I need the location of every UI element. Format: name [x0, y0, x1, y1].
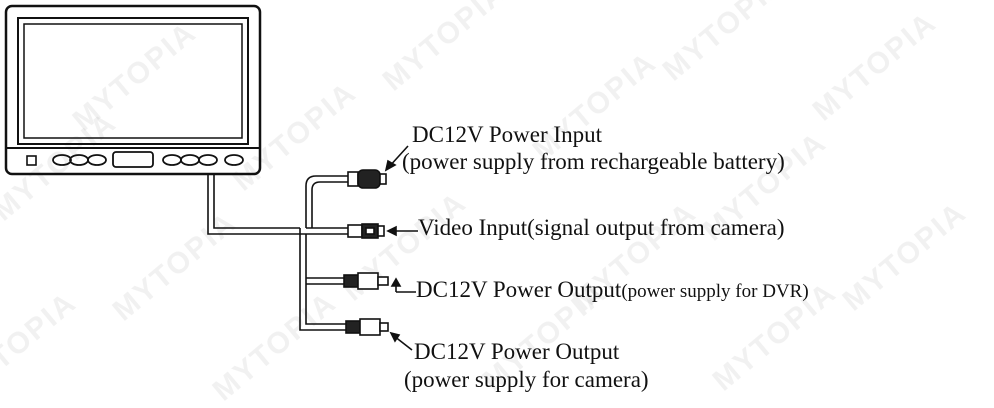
monitor [4, 4, 262, 176]
monitor-button [224, 154, 244, 166]
connector-tip [377, 225, 385, 237]
camera-power-connector [345, 318, 389, 336]
branch-power-input-b [311, 181, 350, 228]
connector-body [357, 169, 381, 189]
cable-inner [213, 174, 300, 229]
ir-receiver-window [112, 151, 154, 168]
dvr-output-detail: (power supply for DVR) [621, 281, 809, 302]
connector-boot [345, 320, 361, 334]
wiring-diagram: MYTOPIA MYTOPIA MYTOPIA MYTOPIA MYTOPIA … [0, 0, 973, 408]
cable-outer [207, 174, 306, 235]
monitor-screen [23, 23, 243, 139]
connector-tip [379, 322, 389, 332]
connector-body [359, 318, 381, 336]
dvr-power-connector [343, 272, 389, 290]
connector-boot [347, 224, 363, 238]
arrow-head [384, 159, 397, 172]
arrow-head [386, 225, 397, 237]
dvr-output-title: DC12V Power Output [416, 277, 622, 302]
monitor-housing [4, 4, 262, 176]
connector-boot [347, 171, 359, 187]
power-led [26, 155, 37, 166]
branch-power-input-a [305, 175, 350, 228]
connector-body [357, 272, 379, 290]
connector-boot [343, 274, 359, 288]
connector-pin [365, 227, 375, 235]
video-input-detail: (signal output from camera) [527, 215, 785, 240]
connector-tip [379, 173, 387, 185]
monitor-button [198, 154, 218, 166]
monitor-button [69, 154, 89, 166]
power-input-title: DC12V Power Input [412, 122, 602, 147]
connector-tip [377, 276, 389, 286]
dvr-output-label: DC12V Power Output(power supply for DVR) [416, 277, 809, 305]
main-cable [207, 174, 306, 235]
video-input-connector [347, 223, 385, 239]
monitor-screen-bezel [17, 17, 249, 145]
arrow-head [389, 331, 401, 343]
monitor-button [180, 154, 200, 166]
video-input-title: Video Input [418, 215, 528, 240]
camera-output-detail: (power supply for camera) [404, 367, 649, 392]
arrow-head [390, 277, 402, 287]
monitor-button [87, 154, 107, 166]
diagram-drawing [4, 4, 418, 351]
power-input-detail: (power supply from rechargeable battery) [402, 149, 785, 174]
monitor-button [162, 154, 182, 166]
power-input-connector [347, 169, 387, 189]
pointer-arrows [384, 145, 418, 351]
video-input-label: Video Input(signal output from camera) [418, 215, 785, 241]
branch-trunk-inner [305, 234, 347, 325]
camera-output-title: DC12V Power Output [414, 339, 620, 364]
cable-branches [299, 175, 350, 331]
branch-trunk-outer [299, 228, 347, 331]
monitor-button [52, 154, 72, 166]
